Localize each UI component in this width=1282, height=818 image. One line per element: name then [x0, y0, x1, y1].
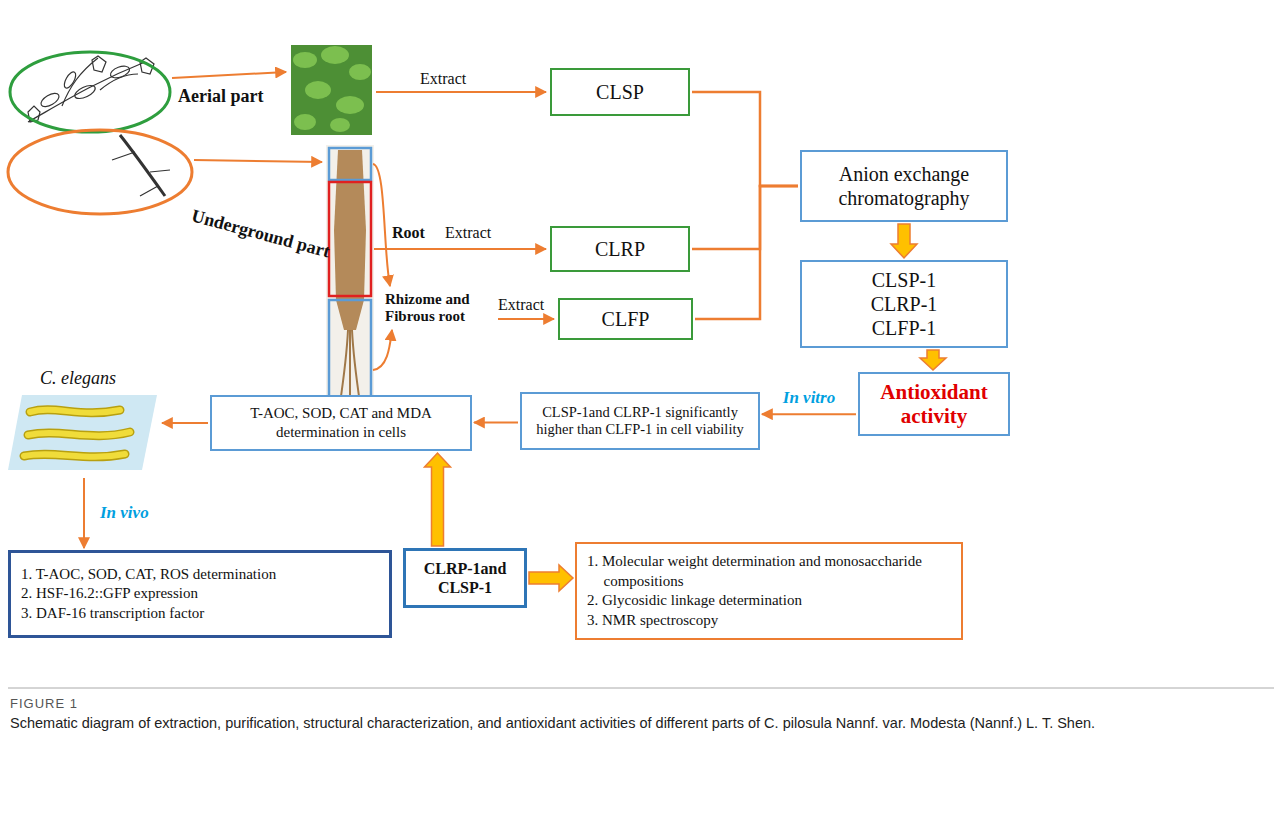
leaf	[321, 46, 349, 64]
part-label: Root	[392, 224, 425, 242]
box-text: CLRP	[560, 238, 680, 261]
leaf	[73, 83, 97, 101]
result-box: Antioxidant activity	[858, 372, 1010, 436]
underground-ellipse	[8, 130, 192, 214]
root	[120, 135, 165, 196]
extract-arrows	[172, 72, 554, 370]
box-text: Antioxidant activity	[868, 380, 1000, 428]
structure-list: 1. Molecular weight determination and mo…	[575, 542, 963, 640]
arrow	[373, 164, 390, 286]
box-text: CLFP	[568, 308, 683, 331]
arrow	[373, 330, 392, 370]
box-text: T-AOC, SOD, CAT and MDA determination in…	[220, 404, 462, 442]
leaf	[109, 64, 131, 80]
flow-arrow	[920, 350, 946, 370]
part-label: Underground part	[189, 205, 332, 262]
leaf	[62, 70, 78, 90]
box-text: CLRP-1	[810, 292, 998, 316]
flow-arrow	[891, 224, 917, 258]
extract-box: CLSP	[550, 68, 690, 116]
worm	[24, 454, 125, 457]
selected-box: CLRP-1and CLSP-1	[403, 548, 527, 608]
leaf	[330, 118, 350, 132]
fraction-box: CLSP-1CLRP-1CLFP-1	[800, 260, 1008, 348]
process-box: Anion exchange chromatography	[800, 150, 1008, 222]
rootlet	[112, 152, 170, 196]
root-frame	[329, 182, 371, 296]
flow-arrow	[529, 565, 573, 591]
worm-outline	[24, 454, 125, 457]
leaf-photo-leaves	[293, 46, 371, 132]
edge-label: In vivo	[98, 503, 151, 523]
arrow	[376, 91, 546, 93]
worm	[30, 410, 120, 413]
leaf	[305, 81, 331, 99]
flow-arrow	[692, 92, 798, 186]
arrow	[172, 72, 286, 78]
edge-label: In vitro	[781, 388, 837, 408]
box-text: CLRP-1and CLSP-1	[414, 559, 516, 597]
part-label: Rhizome and Fibrous root	[385, 291, 490, 325]
assay-box: T-AOC, SOD, CAT and MDA determination in…	[210, 395, 472, 451]
leaf	[294, 114, 316, 130]
flow-arrow	[474, 422, 518, 424]
leaf-photo	[291, 45, 372, 135]
step-label: Extract	[498, 296, 544, 314]
flower	[92, 56, 106, 72]
arrow	[374, 248, 546, 250]
in-vivo-list: 1. T-AOC, SOD, CAT, ROS determination2. …	[8, 550, 392, 638]
box-text: 1. T-AOC, SOD, CAT, ROS determination	[21, 565, 379, 585]
leaf	[349, 64, 371, 80]
worms	[24, 410, 130, 457]
figure-number: FIGURE 1	[10, 696, 78, 711]
figure-caption: Schematic diagram of extraction, purific…	[10, 714, 1270, 734]
box-text: CLSP-1	[810, 268, 998, 292]
flow-arrow	[83, 478, 85, 548]
leaf	[336, 96, 364, 114]
aerial-ellipse	[10, 52, 170, 132]
worm-outline	[28, 432, 130, 436]
box-text: 3. NMR spectroscopy	[587, 611, 951, 631]
caption-rule	[8, 688, 1274, 689]
box-text: 2. HSF-16.2::GFP expression	[21, 584, 379, 604]
box-text: Anion exchange chromatography	[810, 162, 998, 210]
extract-box: CLRP	[550, 226, 690, 272]
worm-outline	[30, 410, 120, 413]
part-label: Aerial part	[178, 86, 263, 107]
flow-arrow	[692, 186, 798, 249]
stem	[28, 62, 145, 122]
box-text: 1. Molecular weight determination and mo…	[587, 552, 951, 591]
step-label: Extract	[420, 70, 466, 88]
box-text: 2. Glycosidic linkage determination	[587, 591, 951, 611]
flow-arrow	[162, 422, 208, 424]
box-text: 3. DAF-16 transcription factor	[21, 604, 379, 624]
extract-box: CLFP	[558, 298, 693, 340]
stem	[100, 74, 138, 90]
leaf	[39, 91, 61, 110]
box-text: C. elegans	[40, 368, 116, 389]
worm-plate	[8, 395, 157, 470]
root-body	[334, 150, 366, 330]
arrow	[498, 318, 554, 320]
rhizome-frame	[329, 148, 371, 180]
step-label: Extract	[445, 224, 491, 242]
flow-arrow	[425, 453, 451, 546]
result-box: CLSP-1and CLRP-1 significantly higher th…	[520, 392, 760, 450]
box-text: CLSP-1and CLRP-1 significantly higher th…	[530, 404, 750, 439]
flow-arrow	[762, 413, 856, 415]
worm	[28, 432, 130, 436]
flow-arrow	[695, 186, 798, 319]
leaf	[293, 52, 317, 68]
box-text: CLFP-1	[810, 316, 998, 340]
box-text: CLSP	[560, 81, 680, 104]
worm-node: C. elegans	[8, 368, 160, 476]
arrow	[194, 160, 322, 162]
